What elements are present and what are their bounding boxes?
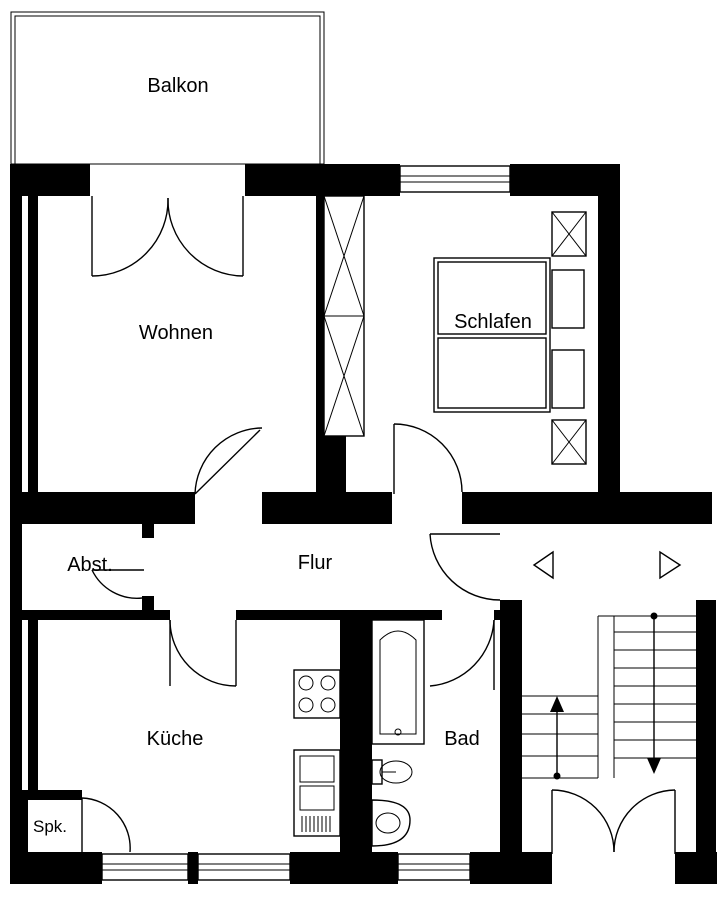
label-wohnen: Wohnen (139, 322, 213, 344)
label-flur: Flur (298, 552, 333, 574)
toilet (371, 759, 413, 785)
label-kueche: Küche (147, 728, 204, 750)
label-balkon: Balkon (147, 75, 208, 97)
wardrobe (323, 195, 365, 437)
doors (81, 196, 676, 854)
windows (101, 165, 511, 881)
label-spk: Spk. (33, 817, 67, 836)
stove (293, 669, 341, 719)
label-abst: Abst. (67, 554, 113, 576)
room-labels: Balkon Wohnen Schlafen Abst. Flur Küche … (33, 75, 532, 836)
staircase (522, 612, 696, 780)
label-schlafen: Schlafen (454, 311, 532, 333)
double-bed (433, 257, 585, 413)
direction-arrows (532, 550, 682, 580)
bathtub (371, 619, 425, 745)
walls (10, 164, 717, 884)
nightstands (551, 211, 587, 465)
balcony (10, 11, 325, 165)
washbasin (371, 799, 411, 847)
kitchen-sink (293, 749, 341, 837)
label-bad: Bad (444, 728, 480, 750)
